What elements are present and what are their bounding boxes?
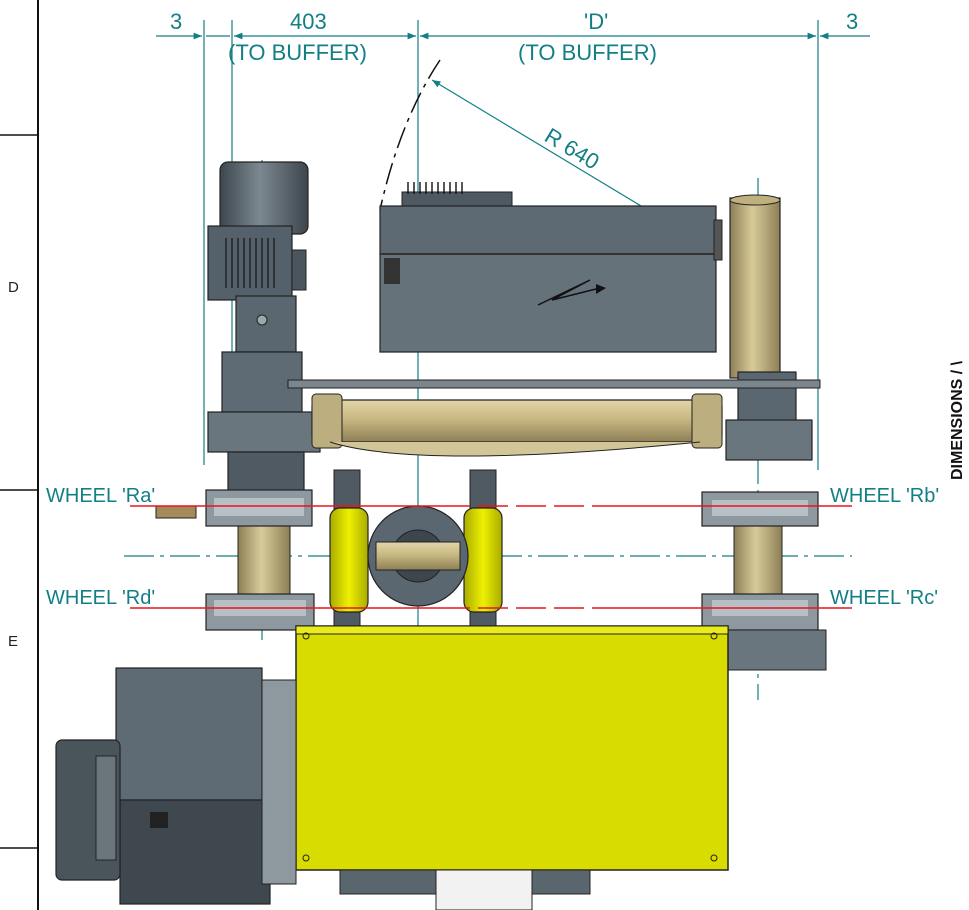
guide-column-right: [725, 194, 813, 609]
dimension-radius: R 640: [540, 123, 603, 175]
wheel-rb: [701, 491, 819, 527]
dimension-left-span: 403: [290, 9, 327, 34]
zone-label-d: D: [8, 279, 19, 296]
dimension-right-gap: 3: [846, 9, 858, 34]
dimension-left-note: (TO BUFFER): [228, 40, 367, 65]
wheel-label-rb: WHEEL 'Rb': [830, 485, 939, 507]
wheel-label-rd: WHEEL 'Rd': [46, 587, 155, 609]
control-panel: [379, 182, 765, 353]
wheel-ra: [155, 489, 313, 527]
guide-column-left: [237, 519, 291, 609]
mounting-plate: [287, 379, 821, 389]
cross-beam: [311, 393, 723, 457]
hoist-body: [295, 625, 729, 910]
dimension-right-note: (TO BUFFER): [518, 40, 657, 65]
zone-label-e: E: [8, 633, 18, 650]
wheel-rd: [205, 593, 315, 631]
dimension-texts: 3 403 (TO BUFFER) 'D' (TO BUFFER) 3 R 64…: [170, 9, 858, 175]
dimension-left-gap: 3: [170, 9, 182, 34]
travel-motor-left: [207, 161, 321, 493]
hoist-motor: [55, 667, 297, 905]
side-title: DIMENSIONS / \: [949, 360, 966, 480]
wheel-label-ra: WHEEL 'Ra': [46, 485, 155, 507]
dimension-right-span: 'D': [584, 9, 608, 34]
wheel-reference-lines: [130, 505, 852, 609]
wheel-label-rc: WHEEL 'Rc': [830, 587, 938, 609]
hook-block: [329, 469, 503, 627]
wheel-labels: WHEEL 'Ra' WHEEL 'Rb' WHEEL 'Rd' WHEEL '…: [46, 485, 939, 609]
